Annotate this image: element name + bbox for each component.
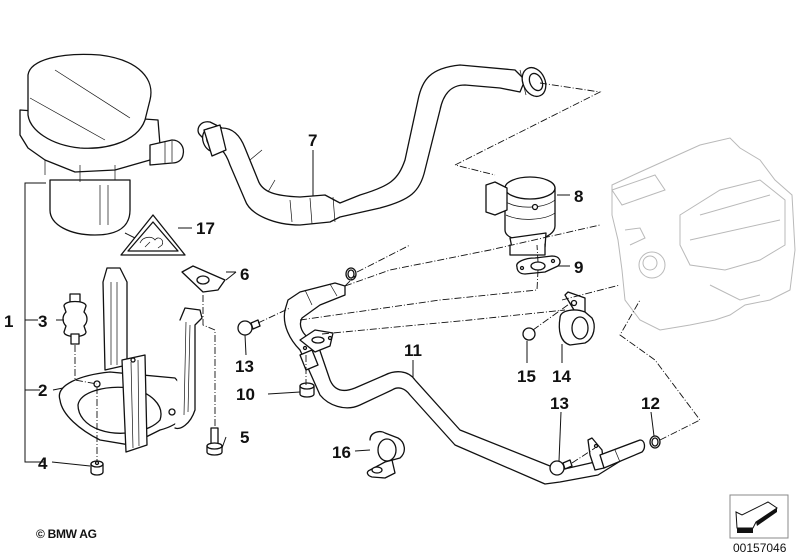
callout-15[interactable]: 15: [517, 367, 536, 386]
arrow-orientation-icon: [729, 494, 789, 539]
callouts: 1 2 3 4 5 6 7 8 9 10 11 12 13 13 14 15 1…: [4, 131, 660, 473]
bolt-5[interactable]: [206, 427, 223, 456]
callout-5[interactable]: 5: [240, 428, 249, 447]
air-pipe[interactable]: [283, 282, 646, 485]
hex-bolt-upper[interactable]: [237, 319, 261, 336]
spacer-sleeve[interactable]: [299, 382, 315, 398]
nut-4[interactable]: [90, 460, 104, 476]
clamp-16[interactable]: [366, 431, 405, 479]
callout-12[interactable]: 12: [641, 394, 660, 413]
pipe-clamp[interactable]: [558, 291, 595, 346]
callout-11[interactable]: 11: [404, 341, 422, 360]
group-bracket-1: [24, 182, 46, 463]
diagram-reference-number: 00157046: [733, 541, 787, 555]
copyright-text: © BMW AG: [36, 527, 97, 541]
callout-17[interactable]: 17: [196, 219, 215, 238]
callout-7[interactable]: 7: [308, 131, 317, 150]
o-ring-upper[interactable]: [345, 267, 357, 281]
callout-6[interactable]: 6: [240, 265, 249, 284]
callout-8[interactable]: 8: [574, 187, 583, 206]
o-ring[interactable]: [649, 435, 661, 449]
warning-label-triangle[interactable]: [120, 214, 186, 256]
callout-2[interactable]: 2: [38, 381, 47, 400]
speed-nut[interactable]: [181, 265, 226, 293]
pump-bracket[interactable]: [58, 267, 203, 453]
secondary-air-pump[interactable]: [19, 53, 185, 236]
air-hose[interactable]: [197, 64, 550, 226]
gasket[interactable]: [516, 255, 561, 275]
callout-10[interactable]: 10: [236, 385, 255, 404]
callout-13-upper[interactable]: 13: [235, 357, 254, 376]
leader-lines: [51, 150, 655, 467]
nut-cap[interactable]: [522, 327, 536, 341]
callout-14[interactable]: 14: [552, 367, 571, 386]
hex-bolt-lower[interactable]: [549, 459, 573, 476]
callout-4[interactable]: 4: [38, 454, 48, 473]
assembly-lines: [74, 82, 701, 464]
callout-13-lower[interactable]: 13: [550, 394, 569, 413]
callout-9[interactable]: 9: [574, 258, 583, 277]
engine-block-outline: [611, 137, 796, 331]
callout-1[interactable]: 1: [4, 312, 13, 331]
callout-3[interactable]: 3: [38, 312, 47, 331]
rubber-mount[interactable]: [62, 293, 88, 345]
callout-16[interactable]: 16: [332, 443, 351, 462]
